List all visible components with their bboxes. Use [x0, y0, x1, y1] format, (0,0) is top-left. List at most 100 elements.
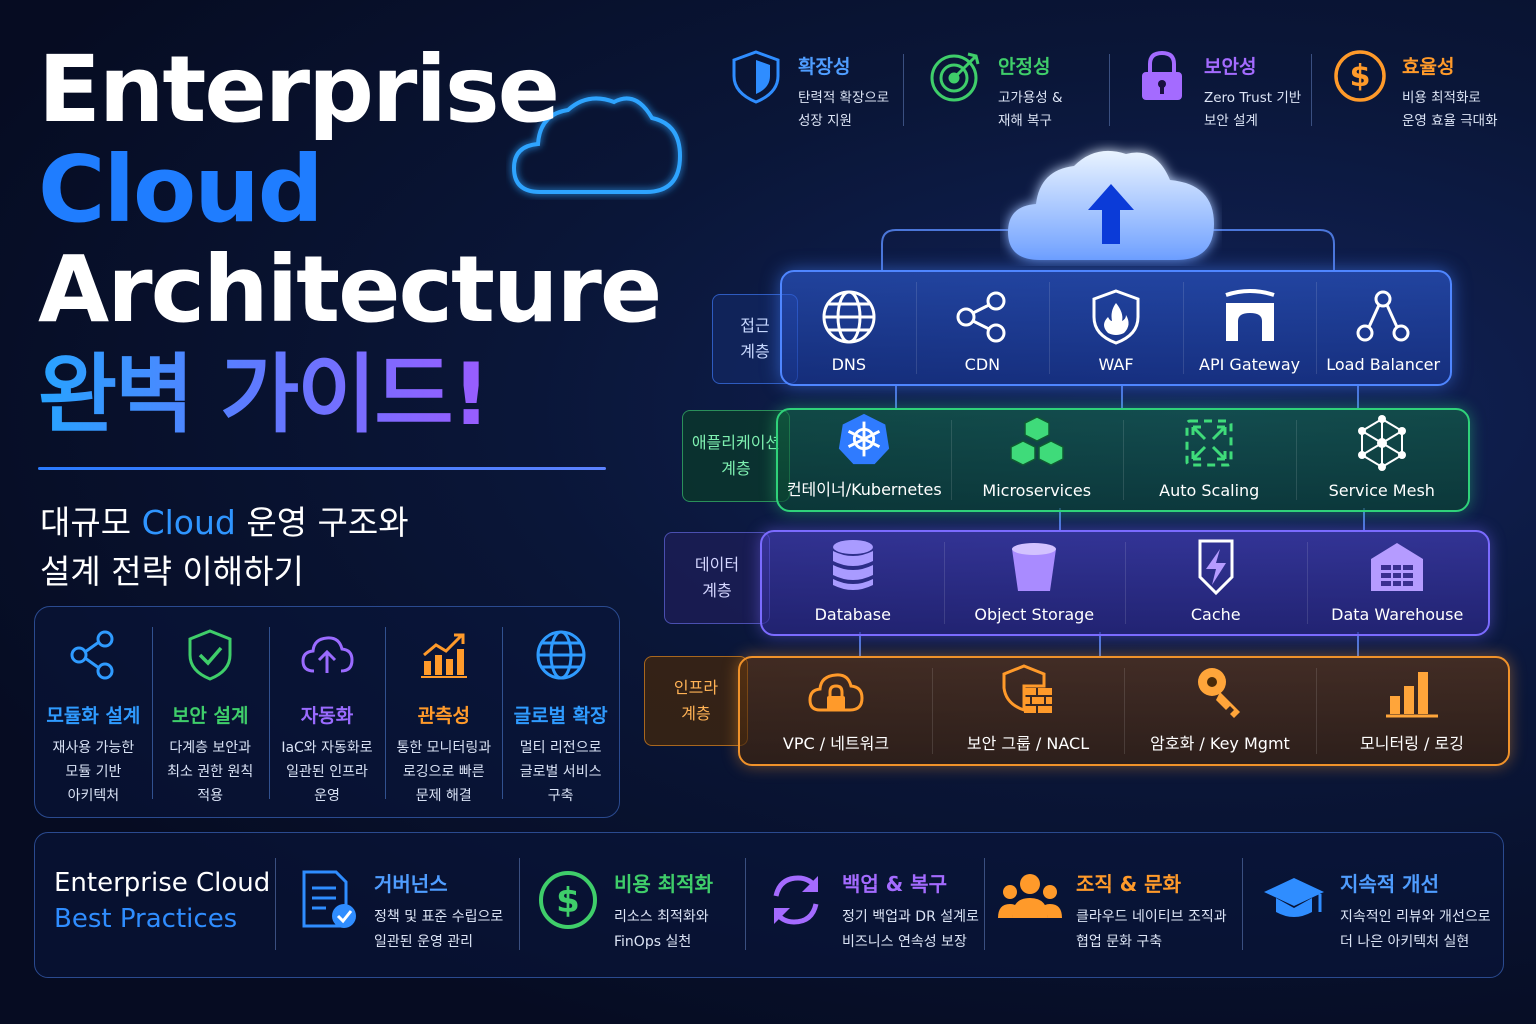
title-line-3: Architecture: [38, 236, 662, 343]
cloud-outline-icon: [511, 96, 683, 194]
feature-title: 안정성: [998, 56, 1051, 78]
kubernetes-icon: [839, 413, 890, 465]
cloud-upload-icon: [301, 636, 354, 673]
bp-desc: 리소스 최적화와 FinOps 실천: [614, 909, 709, 950]
title-line-2: Cloud: [38, 136, 324, 243]
principle-desc: 재사용 가능한 모듈 기반 아키텍처: [52, 740, 135, 804]
target-icon: [930, 52, 980, 102]
feature-divider: [1109, 54, 1110, 126]
bp-title: 조직 & 문화: [1076, 872, 1181, 896]
app-microservices: Microservices: [950, 410, 1124, 510]
principle-global: 글로벌 확장 멀티 리전으로 글로벌 서비스 구축: [502, 607, 619, 817]
infra-vpc: VPC / 네트워크: [740, 658, 932, 764]
principle-security: 보안 설계 다계층 보안과 최소 권한 원칙 적용: [151, 607, 269, 817]
access-label: CDN: [964, 355, 1001, 374]
principle-desc: 다계층 보안과 최소 권한 원칙 적용: [167, 740, 254, 804]
subtitle-post: 운영 구조와: [235, 503, 409, 542]
layer-tag-application: 애플리케이션 계층: [682, 410, 790, 502]
svg-text:$: $: [556, 881, 580, 921]
app-auto-scaling: Auto Scaling: [1123, 410, 1296, 510]
mesh-network-icon: [1357, 415, 1406, 471]
cubes-icon: [1010, 416, 1064, 466]
principle-title: 관측성: [417, 705, 471, 727]
app-kubernetes: 컨테이너/Kubernetes: [778, 410, 951, 510]
access-api-gateway: API Gateway: [1182, 272, 1317, 384]
globe-icon: [822, 290, 876, 344]
share-icon: [956, 291, 1006, 343]
infra-label: VPC / 네트워크: [782, 734, 890, 753]
data-cache: Cache: [1125, 532, 1307, 634]
shield-firewall-icon: [1002, 664, 1052, 713]
principle-desc: IaC와 자동화로 일관된 인프라 운영: [281, 740, 373, 804]
best-practices-heading-1: Enterprise Cloud: [54, 868, 271, 898]
access-waf: WAF: [1049, 272, 1183, 384]
infra-key-mgmt: 암호화 / Key Mgmt: [1124, 658, 1316, 764]
team-icon: [998, 874, 1062, 918]
access-cdn: CDN: [915, 272, 1050, 384]
share-icon: [70, 630, 114, 680]
chart-growth-icon: [420, 633, 467, 678]
principle-title: 보안 설계: [171, 705, 249, 727]
bp-desc: 클라우드 네이티브 조직과 협업 문화 구축: [1076, 909, 1227, 950]
access-label: Load Balancer: [1326, 355, 1441, 374]
bar-chart-icon: [1386, 672, 1438, 718]
lightning-shield-icon: [1198, 539, 1234, 596]
application-label: Service Mesh: [1328, 481, 1435, 500]
subtitle-line-2: 설계 전략 이해하기: [40, 552, 304, 591]
principle-title: 글로벌 확장: [513, 705, 608, 727]
feature-title: 확장성: [798, 56, 851, 78]
feature-divider: [1311, 54, 1312, 126]
bp-title: 백업 & 복구: [842, 872, 947, 896]
bp-title: 지속적 개선: [1340, 872, 1439, 896]
principle-title: 자동화: [300, 705, 354, 727]
best-practices-divider: [1242, 858, 1243, 950]
app-service-mesh: Service Mesh: [1295, 410, 1469, 510]
warehouse-icon: [1371, 543, 1424, 591]
shield-check-icon: [188, 629, 232, 681]
bucket-icon: [1012, 543, 1057, 591]
principle-desc: 멀티 리전으로 글로벌 서비스 구축: [519, 740, 602, 804]
application-label: Microservices: [982, 481, 1092, 500]
layer-tag-data: 데이터 계층: [664, 532, 770, 624]
layer-access: DNS CDN WAF API Gateway Load Balancer: [780, 270, 1452, 386]
feature-desc: 비용 최적화로 운영 효율 극대화: [1402, 90, 1498, 129]
title-line-1: Enterprise: [38, 36, 560, 143]
data-object-storage: Object Storage: [943, 532, 1126, 634]
data-label: Object Storage: [974, 605, 1095, 624]
layer-data: Database Object Storage Cache Data Wareh…: [760, 530, 1490, 636]
globe-icon: [536, 630, 586, 680]
layer-tag-infra: 인프라 계층: [644, 656, 748, 746]
best-practices-divider: [519, 858, 520, 950]
bp-desc: 정기 백업과 DR 설계로 비즈니스 연속성 보장: [842, 909, 979, 950]
data-warehouse: Data Warehouse: [1306, 532, 1489, 634]
data-label: Cache: [1190, 605, 1241, 624]
cloud-upload-icon: [1008, 150, 1214, 260]
best-practices-divider: [275, 858, 276, 950]
bp-title: 거버넌스: [374, 872, 448, 896]
sync-icon: [773, 875, 819, 925]
infra-label: 암호화 / Key Mgmt: [1150, 734, 1290, 753]
data-label: Database: [814, 605, 891, 624]
database-icon: [832, 540, 873, 590]
firewall-shield-icon: [1092, 289, 1140, 345]
feature-title: 보안성: [1204, 56, 1257, 78]
application-label: Auto Scaling: [1159, 481, 1260, 500]
subtitle-line-1: 대규모 Cloud 운영 구조와: [40, 496, 409, 544]
principle-observability: 관측성 통한 모니터링과 로깅으로 빠른 문제 해결: [385, 607, 502, 817]
document-check-icon: [302, 870, 356, 928]
principle-title: 모듈화 설계: [46, 705, 141, 727]
principle-desc: 통한 모니터링과 로깅으로 빠른 문제 해결: [396, 740, 492, 804]
layer-infra: VPC / 네트워크 보안 그룹 / NACL 암호화 / Key Mgmt 모…: [738, 656, 1510, 766]
bp-desc: 정책 및 표준 수립으로 일관된 운영 관리: [374, 909, 504, 950]
infra-label: 보안 그룹 / NACL: [966, 734, 1090, 753]
principle-automation: 자동화 IaC와 자동화로 일관된 인프라 운영: [268, 607, 386, 817]
subtitle-pre: 대규모: [40, 503, 142, 542]
